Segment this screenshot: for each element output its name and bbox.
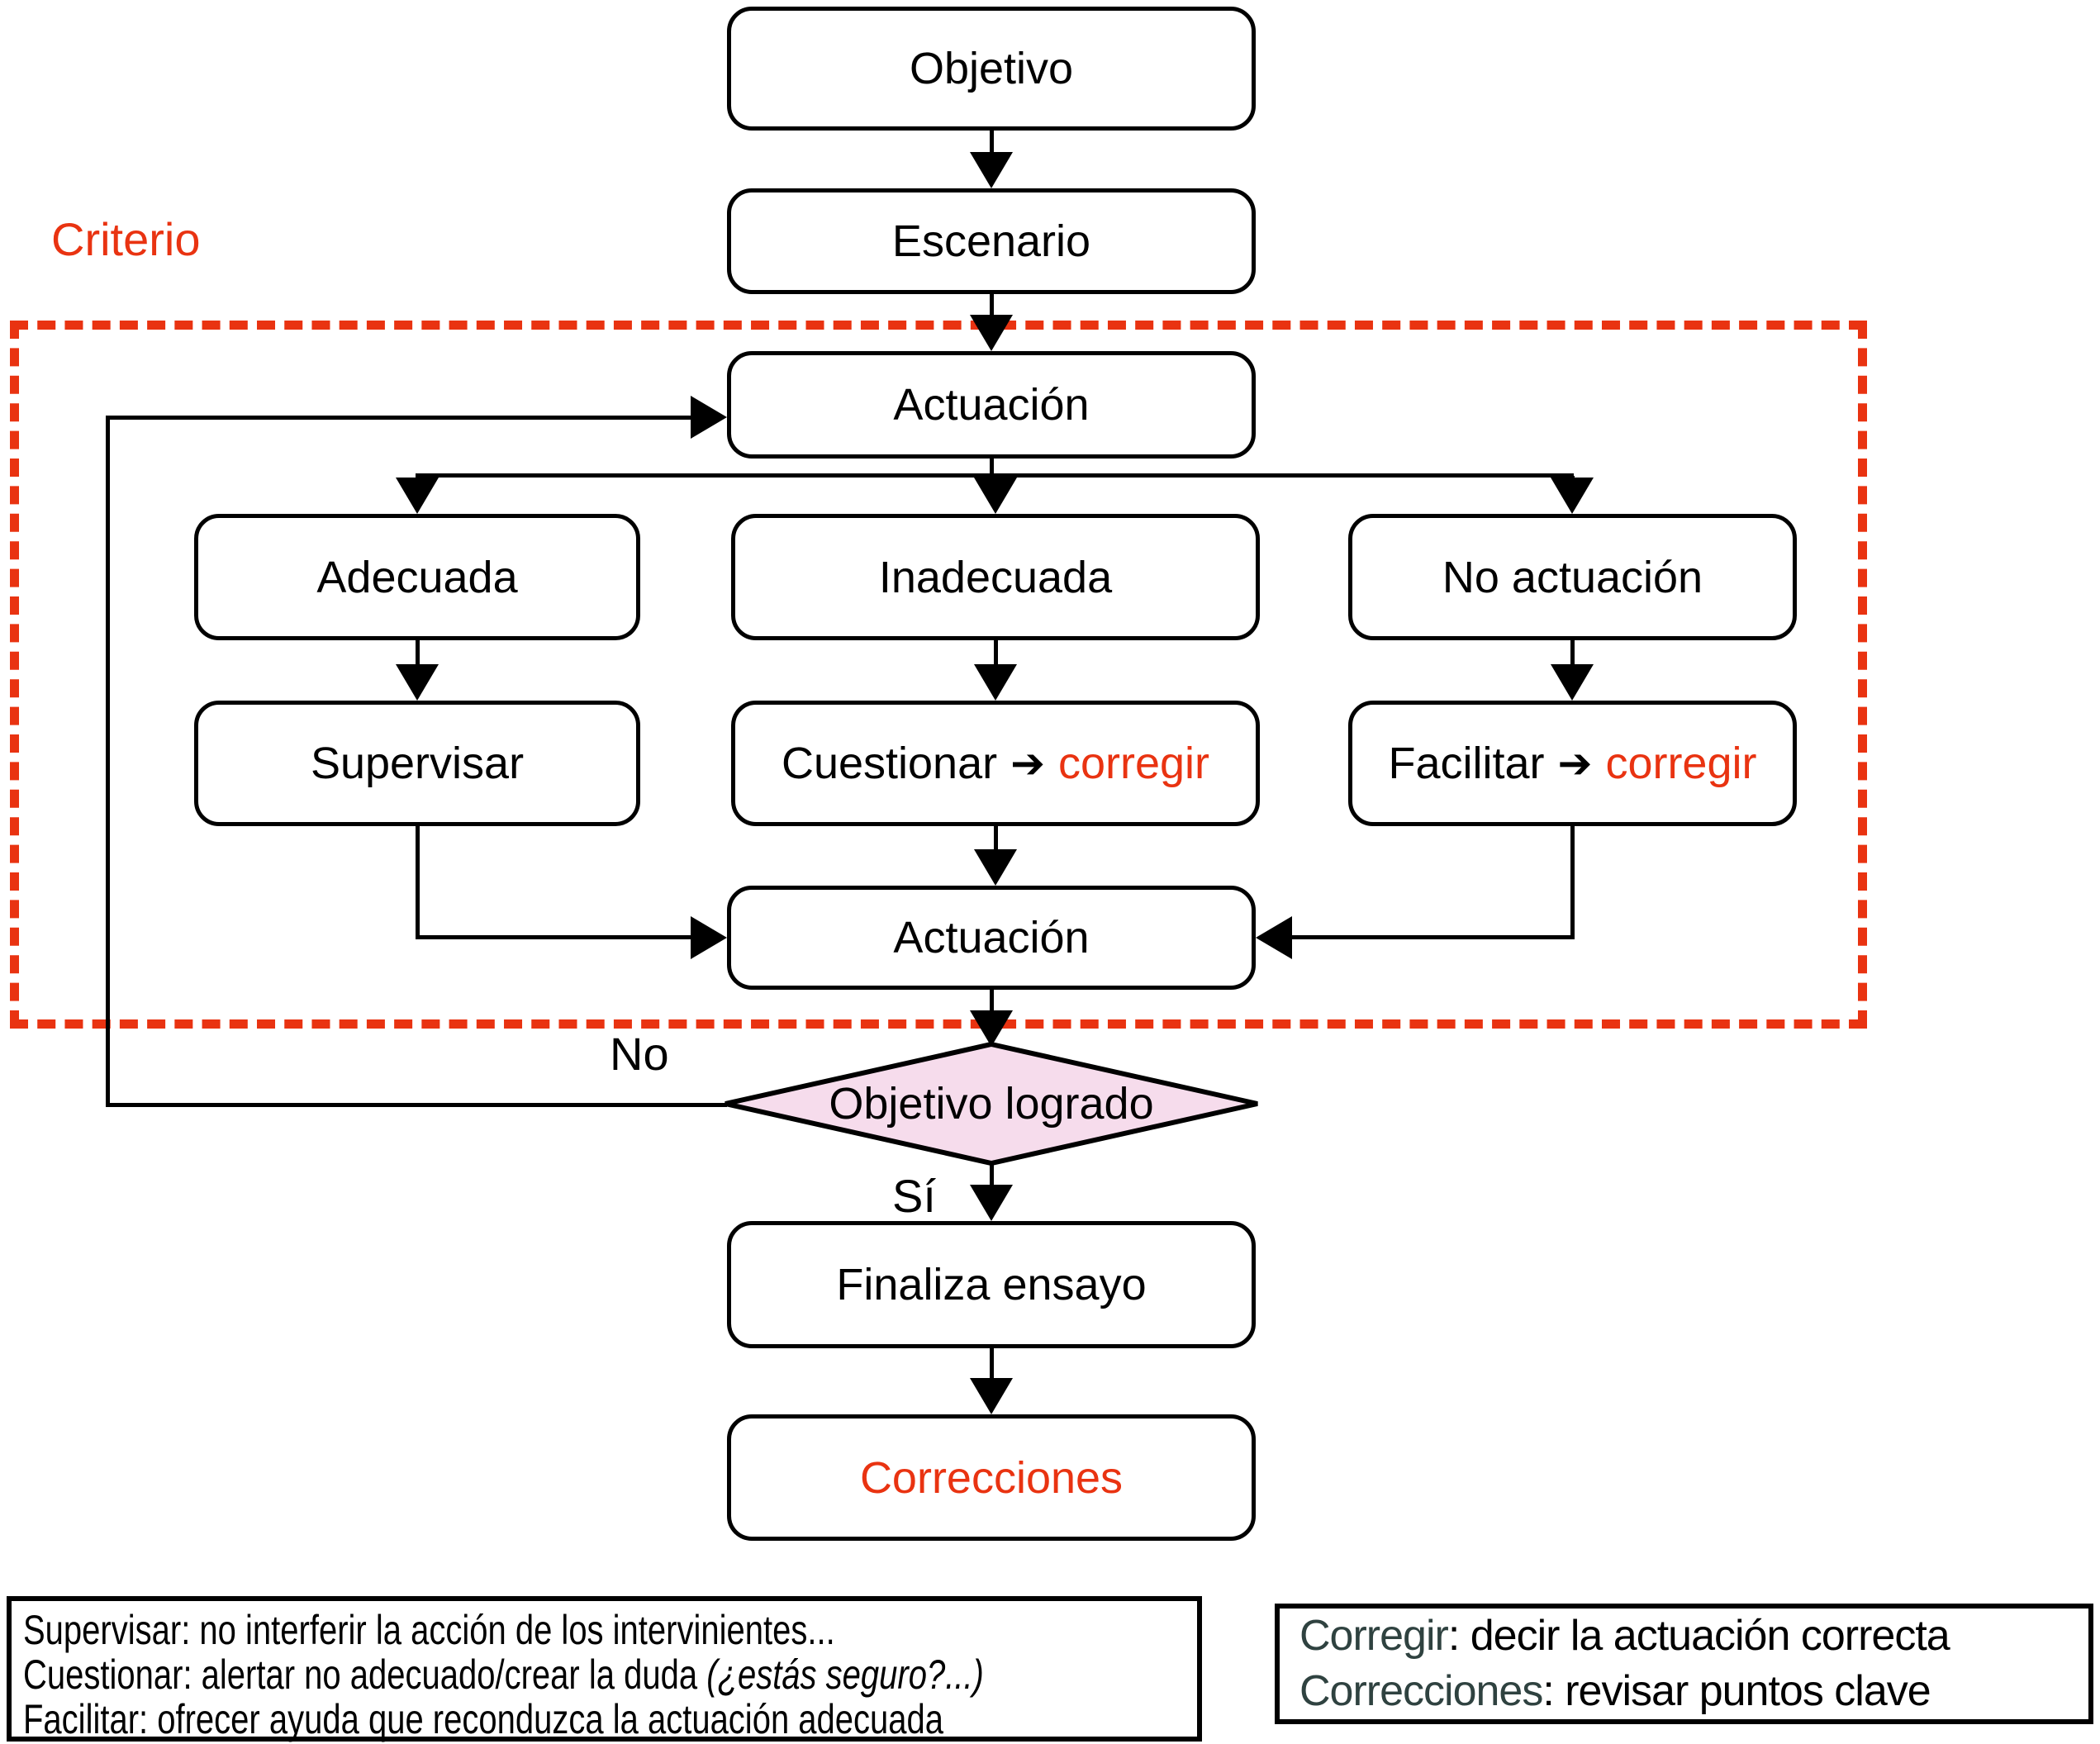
node-adecuada: Adecuada: [194, 514, 640, 640]
arrow-facilitar-actuacion2-vline: [1570, 826, 1575, 939]
node-facilitar-corregir-label: corregir: [1605, 739, 1757, 788]
arrow-actuacion2-decision-head: [970, 1010, 1013, 1047]
no-loop-top-line: [106, 416, 691, 420]
legend-line-facilitar-text: Facilitar: ofrecer ayuda que reconduzca …: [23, 1696, 944, 1742]
arrow-actuacion2-decision-line: [990, 990, 994, 1012]
node-no-actuacion-label: No actuación: [1442, 552, 1703, 602]
arrow-decision-finaliza-line: [990, 1162, 994, 1187]
arrow-split-adecuada-head: [396, 478, 439, 514]
node-actuacion-top-label: Actuación: [893, 380, 1090, 430]
arrow-supervisar-actuacion2-head: [691, 916, 727, 959]
legend-corregir-term: Corregir: [1299, 1611, 1449, 1660]
legend-line-corregir: Corregir: decir la actuación correcta: [1299, 1611, 2069, 1660]
node-finaliza-ensayo-label: Finaliza ensayo: [836, 1260, 1147, 1309]
arrow-actuacion-split-stub: [990, 457, 994, 475]
arrow-noactuacion-facilitar-head: [1551, 664, 1594, 701]
node-adecuada-label: Adecuada: [316, 552, 518, 602]
no-loop-vertical-line: [106, 417, 110, 1107]
no-loop-bottom-line: [106, 1103, 727, 1107]
node-actuacion-top: Actuación: [727, 351, 1256, 459]
arrow-split-inadecuada-head: [974, 478, 1017, 514]
arrow-supervisar-actuacion2-vline: [416, 826, 420, 939]
node-facilitar-label: Facilitar: [1388, 739, 1545, 788]
legend-correcciones-term: Correcciones: [1299, 1667, 1543, 1715]
legend-line-supervisar-text: Supervisar: no interferir la acción de l…: [23, 1607, 835, 1653]
node-correcciones: Correcciones: [727, 1414, 1256, 1541]
legend-line-facilitar: Facilitar: ofrecer ayuda que reconduzca …: [23, 1697, 1185, 1742]
split-distribution-line: [416, 473, 1574, 478]
arrow-split-no-actuacion-head: [1551, 478, 1594, 514]
arrow-finaliza-correcciones-line: [990, 1348, 994, 1380]
arrow-escenario-actuacion-head: [970, 315, 1013, 351]
right-arrow-icon: ➔: [1557, 740, 1593, 786]
decision-diamond-shape: [725, 1041, 1258, 1167]
arrow-finaliza-correcciones-head: [970, 1378, 1013, 1414]
node-objetivo: Objetivo: [727, 7, 1256, 131]
node-objetivo-label: Objetivo: [909, 44, 1074, 93]
arrow-supervisar-actuacion2-hline: [416, 935, 691, 939]
node-inadecuada-label: Inadecuada: [878, 552, 1113, 602]
decision-label: Objetivo logrado: [829, 1079, 1154, 1129]
arrow-inadecuada-cuestionar-head: [974, 664, 1017, 701]
arrow-objetivo-escenario-head: [970, 152, 1013, 188]
node-supervisar: Supervisar: [194, 701, 640, 826]
node-escenario-label: Escenario: [891, 216, 1091, 266]
arrow-adecuada-supervisar-line: [416, 640, 420, 667]
node-cuestionar: Cuestionar ➔ corregir: [731, 701, 1260, 826]
legend-definitions-box: Supervisar: no interferir la acción de l…: [7, 1596, 1202, 1742]
arrow-facilitar-actuacion2-hline: [1292, 935, 1573, 939]
legend-corrections-box: Corregir: decir la actuación correcta Co…: [1275, 1604, 2093, 1724]
legend-line-cuestionar: Cuestionar: alertar no adecuado/crear la…: [23, 1652, 1185, 1697]
node-cuestionar-corregir-label: corregir: [1058, 739, 1210, 788]
no-loop-head: [691, 396, 727, 439]
node-actuacion-bottom: Actuación: [727, 886, 1256, 990]
arrow-adecuada-supervisar-head: [396, 664, 439, 701]
arrow-noactuacion-facilitar-line: [1570, 640, 1575, 667]
node-finaliza-ensayo: Finaliza ensayo: [727, 1221, 1256, 1348]
legend-line-correcciones: Correcciones: revisar puntos clave: [1299, 1667, 2069, 1715]
arrow-escenario-actuacion-line: [990, 292, 994, 317]
criterio-dashed-frame: [10, 321, 1867, 1029]
branch-si-label: Sí: [892, 1170, 936, 1222]
criterio-label: Criterio: [51, 213, 201, 265]
right-arrow-icon: ➔: [1010, 740, 1045, 786]
arrow-cuestionar-actuacion2-line: [994, 826, 998, 851]
node-actuacion-bottom-label: Actuación: [893, 913, 1090, 962]
legend-corregir-rest: : decir la actuación correcta: [1447, 1611, 1950, 1660]
branch-no-label: No: [610, 1028, 669, 1080]
legend-correcciones-rest: : revisar puntos clave: [1542, 1667, 1931, 1715]
arrow-cuestionar-actuacion2-head: [974, 849, 1017, 886]
node-correcciones-label: Correcciones: [859, 1452, 1124, 1503]
legend-line-supervisar: Supervisar: no interferir la acción de l…: [23, 1608, 1185, 1652]
arrow-inadecuada-cuestionar-line: [994, 640, 998, 667]
legend-line-cuestionar-text: Cuestionar: alertar no adecuado/crear la…: [23, 1651, 707, 1698]
node-facilitar: Facilitar ➔ corregir: [1348, 701, 1797, 826]
arrow-decision-finaliza-head: [970, 1185, 1013, 1221]
legend-line-cuestionar-italic: (¿estás seguro?...): [706, 1651, 984, 1698]
node-escenario: Escenario: [727, 188, 1256, 294]
node-supervisar-label: Supervisar: [310, 739, 525, 788]
arrow-facilitar-actuacion2-head: [1256, 916, 1292, 959]
node-inadecuada: Inadecuada: [731, 514, 1260, 640]
node-cuestionar-label: Cuestionar: [781, 739, 998, 788]
decision-diamond: Objetivo logrado: [720, 1039, 1262, 1168]
arrow-objetivo-escenario-line: [990, 129, 994, 155]
node-no-actuacion: No actuación: [1348, 514, 1797, 640]
